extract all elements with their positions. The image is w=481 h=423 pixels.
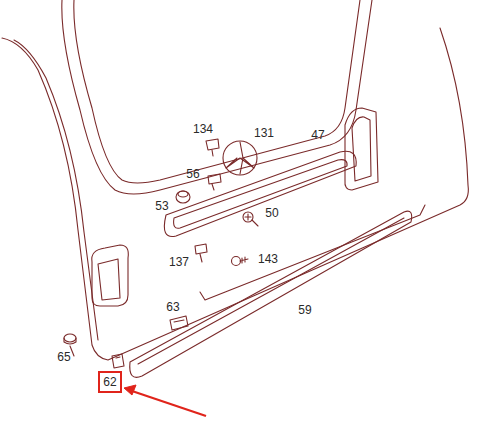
trim-strip-inner — [138, 218, 404, 364]
callout-number: 143 — [258, 253, 278, 265]
fastener-56 — [208, 174, 221, 190]
emblem-star — [223, 141, 257, 175]
fastener-134 — [206, 139, 219, 156]
callout-number: 137 — [169, 256, 189, 268]
callout-number: 59 — [298, 304, 311, 316]
screw-50 — [243, 212, 258, 226]
callout-number: 53 — [155, 200, 168, 212]
trim-strip — [130, 211, 412, 377]
tail-light-left — [92, 245, 129, 306]
fastener-137 — [195, 244, 207, 262]
callout-number: 63 — [166, 301, 179, 313]
handle-panel — [164, 151, 356, 236]
grommet-53 — [176, 191, 190, 203]
highlight-arrow — [124, 385, 206, 416]
tail-light-right — [345, 108, 378, 190]
screw-143 — [232, 257, 249, 266]
callout-number: 131 — [254, 127, 274, 139]
callout-number: 62 — [103, 376, 116, 388]
tail-light-right-inner — [352, 117, 371, 181]
callout-number: 47 — [311, 129, 324, 141]
callout-number: 50 — [265, 207, 278, 219]
callout-number: 65 — [57, 351, 70, 363]
callout-number: 134 — [193, 123, 213, 135]
rear-window-inner — [74, 0, 360, 183]
highlighted-callout: 62 — [98, 371, 121, 393]
clip-62 — [112, 354, 124, 368]
tail-light-left-inner — [98, 259, 120, 300]
callout-number: 56 — [186, 168, 199, 180]
handle-panel-inner — [174, 160, 347, 229]
clip-63 — [170, 316, 188, 330]
